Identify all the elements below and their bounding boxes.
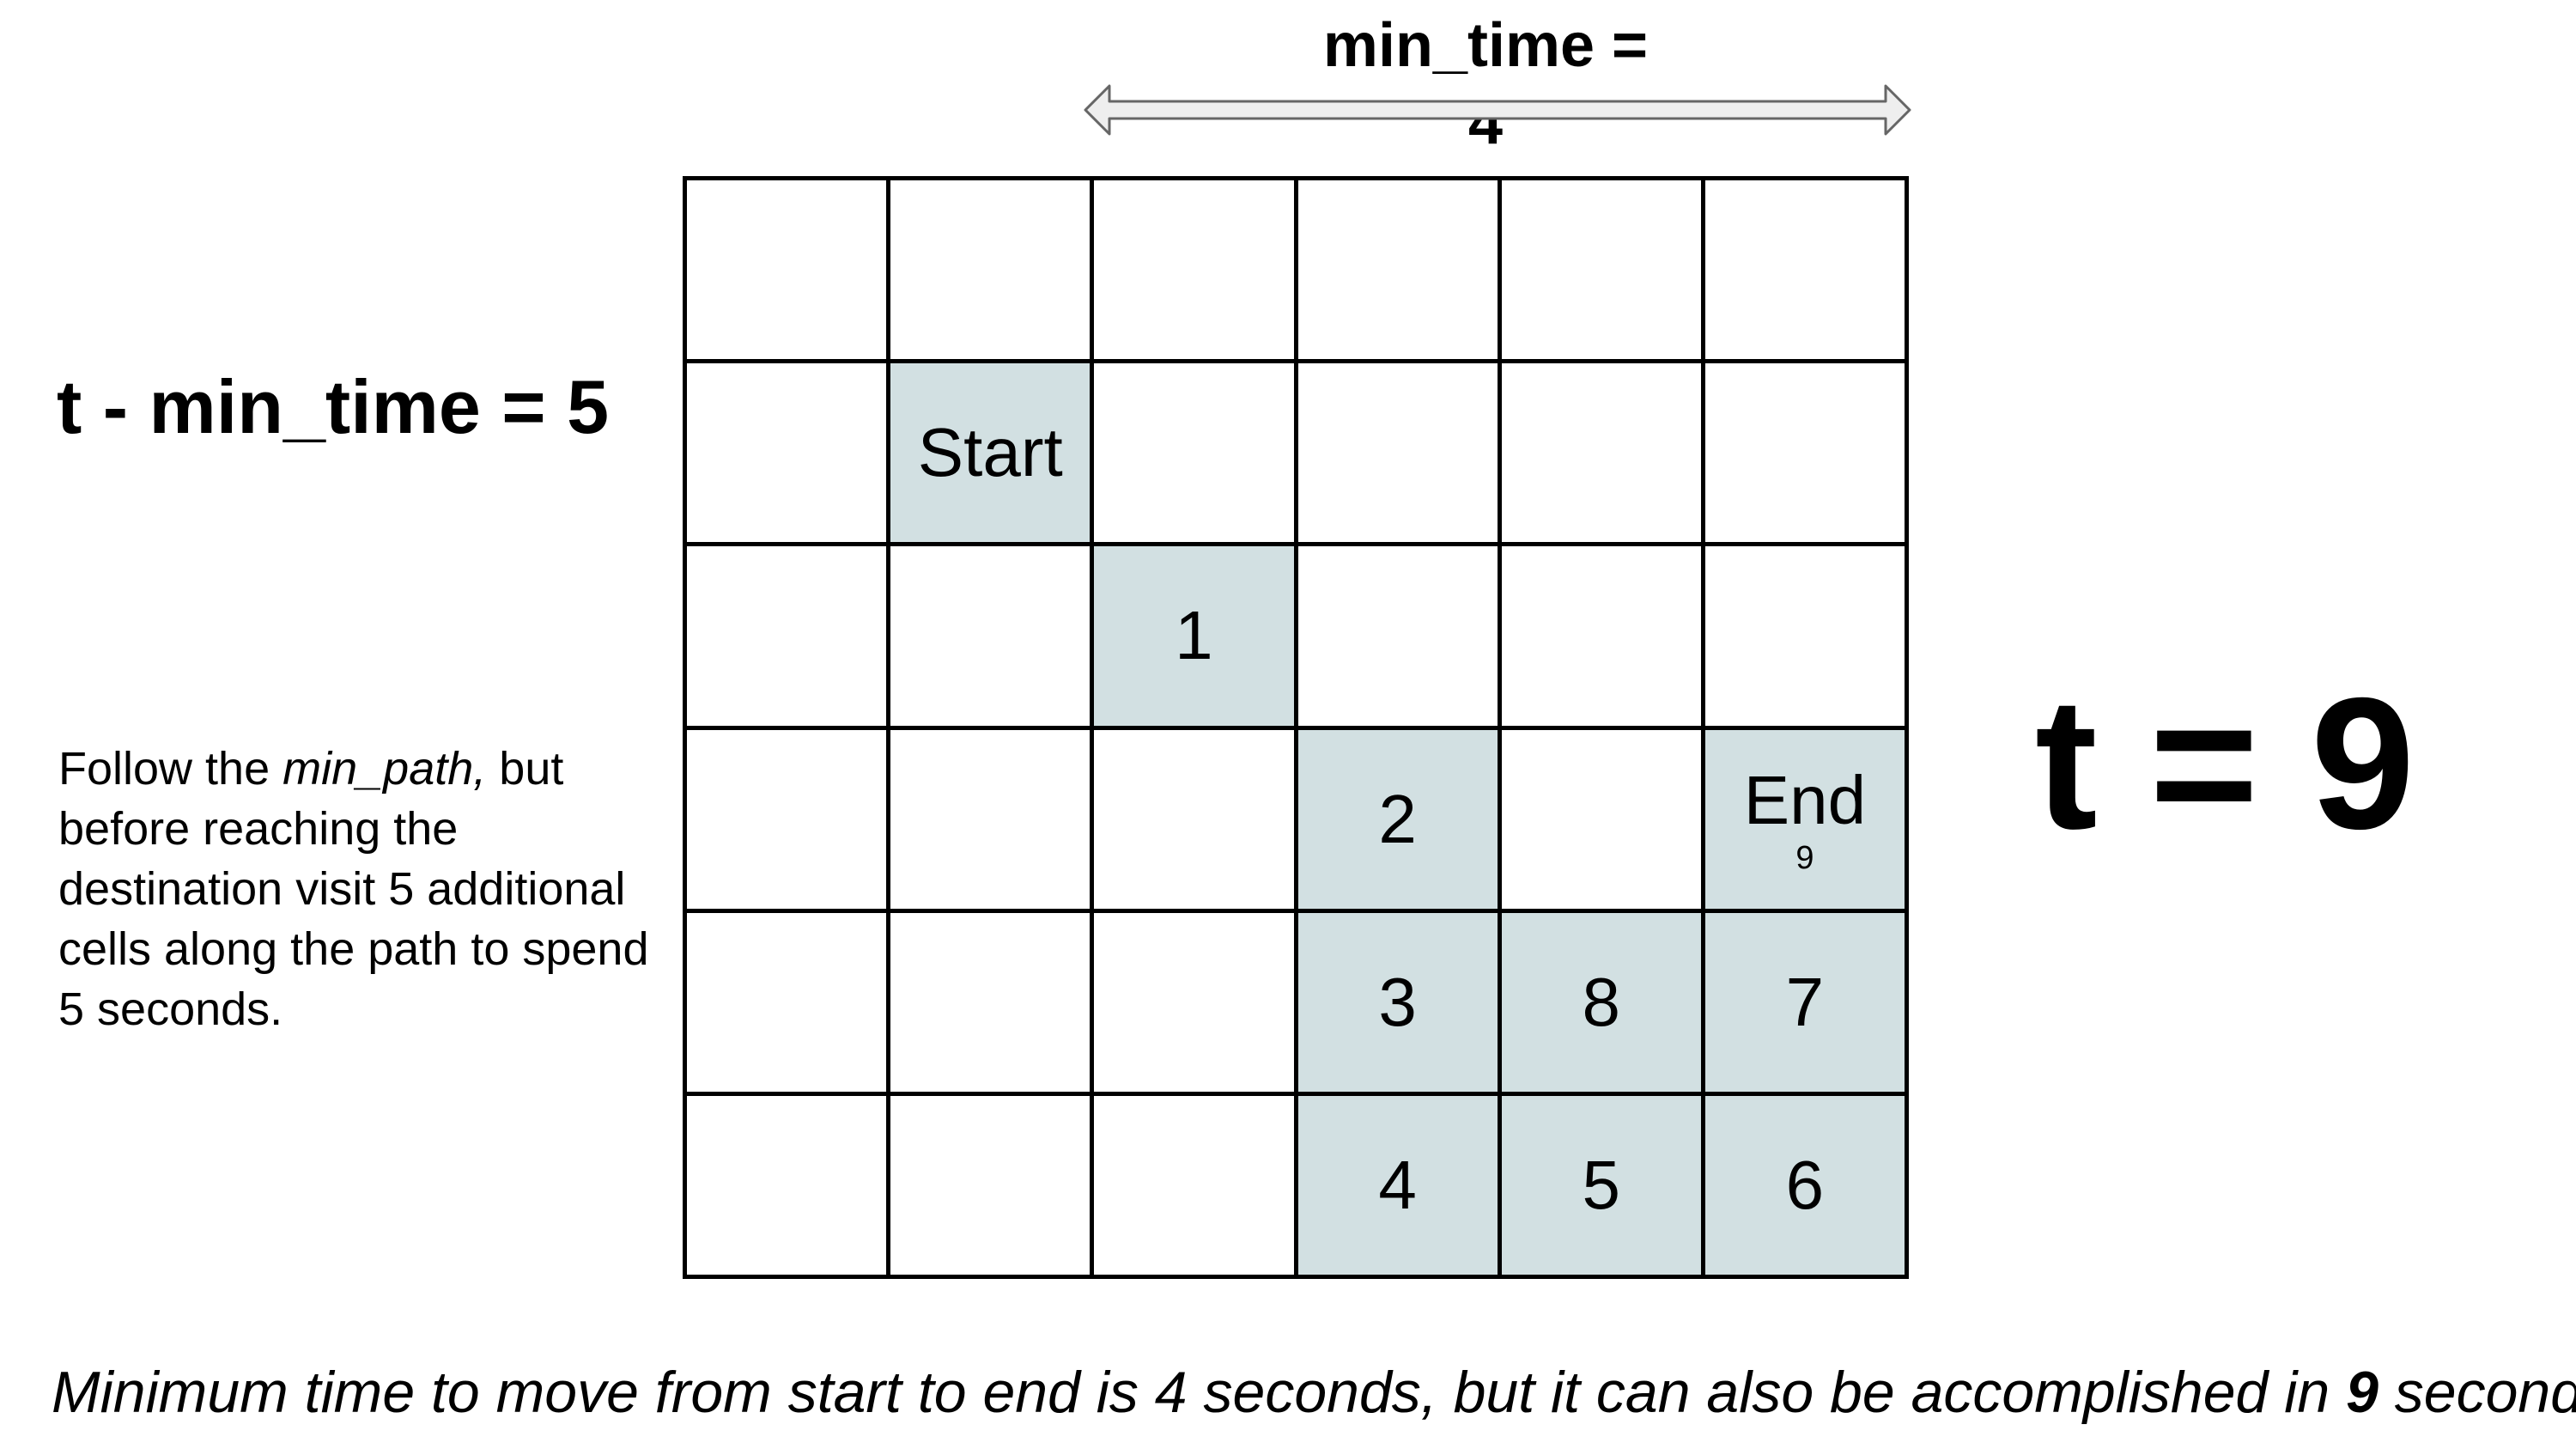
cell-label: 4 bbox=[1378, 1146, 1417, 1223]
grid-cell bbox=[687, 729, 891, 913]
path-cell: 5 bbox=[1501, 1095, 1705, 1279]
caption: Minimum time to move from start to end i… bbox=[52, 1357, 2576, 1428]
grid-cell bbox=[1297, 180, 1502, 364]
caption-part1: Minimum time to move from start to end i… bbox=[52, 1360, 2347, 1425]
path-cell: 7 bbox=[1704, 912, 1909, 1096]
total-time-label: t = 9 bbox=[2035, 660, 2415, 868]
cell-step-number: 9 bbox=[1795, 839, 1814, 876]
grid-cell bbox=[687, 546, 891, 730]
grid-cell bbox=[1094, 729, 1298, 913]
cell-label: 5 bbox=[1582, 1146, 1620, 1223]
grid-cell bbox=[1704, 180, 1909, 364]
caption-bold-value: 9 bbox=[2346, 1360, 2379, 1425]
cell-label: 3 bbox=[1378, 963, 1417, 1040]
double-arrow-icon bbox=[1084, 84, 1911, 136]
path-cell: 4 bbox=[1297, 1095, 1502, 1279]
grid-cell bbox=[890, 729, 1095, 913]
explanation-text: Follow the min_path, but before reaching… bbox=[58, 739, 659, 1039]
grid-cell bbox=[1704, 363, 1909, 547]
explanation-emphasis: min_path, bbox=[283, 743, 487, 795]
cell-label: 2 bbox=[1378, 780, 1417, 857]
path-cell: Start bbox=[890, 363, 1095, 547]
grid-cell bbox=[890, 546, 1095, 730]
difference-label: t - min_time = 5 bbox=[57, 364, 610, 449]
path-cell: 6 bbox=[1704, 1095, 1909, 1279]
grid-cell bbox=[1297, 363, 1502, 547]
cell-label: End bbox=[1743, 761, 1867, 838]
grid-cell bbox=[687, 180, 891, 364]
grid-cell bbox=[890, 1095, 1095, 1279]
path-cell: 1 bbox=[1094, 546, 1298, 730]
grid-cell bbox=[687, 1095, 891, 1279]
min-time-label: min_time = 4 bbox=[1322, 11, 1649, 157]
explanation-part2: but before reaching the destination visi… bbox=[58, 743, 649, 1035]
path-cell: 8 bbox=[1501, 912, 1705, 1096]
grid-cell bbox=[1094, 180, 1298, 364]
grid-cell bbox=[890, 180, 1095, 364]
explanation-part1: Follow the bbox=[58, 743, 283, 795]
cell-label: 8 bbox=[1582, 963, 1620, 1040]
path-cell: 2 bbox=[1297, 729, 1502, 913]
caption-part2: seconds bbox=[2394, 1360, 2576, 1425]
cell-label: 7 bbox=[1785, 963, 1825, 1040]
grid-cell bbox=[1704, 546, 1909, 730]
grid-cell bbox=[1501, 546, 1705, 730]
cell-label: 1 bbox=[1175, 597, 1213, 674]
grid-cell bbox=[890, 912, 1095, 1096]
grid-cell bbox=[1094, 912, 1298, 1096]
grid-cell bbox=[1501, 363, 1705, 547]
grid-cell bbox=[1501, 180, 1705, 364]
grid-cell bbox=[1094, 1095, 1298, 1279]
grid-cell bbox=[687, 912, 891, 1096]
grid-cell bbox=[1297, 546, 1502, 730]
grid-cell bbox=[687, 363, 891, 547]
path-cell: 3 bbox=[1297, 912, 1502, 1096]
grid-cell bbox=[1094, 363, 1298, 547]
cell-label: Start bbox=[917, 414, 1063, 491]
cell-label: 6 bbox=[1785, 1146, 1825, 1223]
grid-cell bbox=[1501, 729, 1705, 913]
